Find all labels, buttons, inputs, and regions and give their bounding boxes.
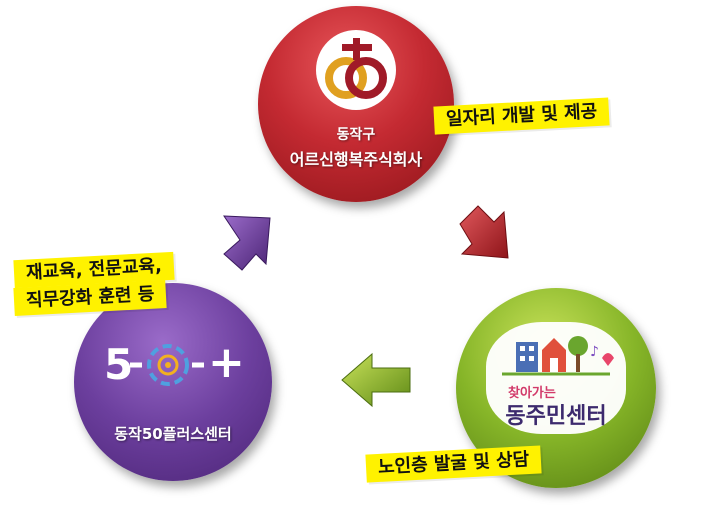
community-center-logo-small: 찾아가는 bbox=[508, 386, 556, 401]
company-logo-icon bbox=[316, 30, 396, 110]
community-center-logo-large: 동주민센터 bbox=[505, 404, 607, 429]
company-label-line2: 어르신행복주식회사 bbox=[289, 150, 423, 169]
50plus-center-name: 동작50플러스센터 bbox=[114, 425, 232, 443]
company-label-line1: 동작구 bbox=[336, 127, 376, 143]
arrow-purple-to-red bbox=[223, 215, 271, 271]
arrow-red-to-green bbox=[459, 205, 509, 259]
svg-text:♪: ♪ bbox=[590, 344, 599, 360]
tag-job-development: 일자리 개발 및 제공 bbox=[433, 97, 610, 135]
50plus-logo-icon: 5 + bbox=[104, 337, 245, 389]
circle-red-company: 동작구 어르신행복주식회사 bbox=[258, 6, 454, 202]
50plus-logo-plus: + bbox=[208, 337, 245, 388]
50plus-logo-five: 5 bbox=[104, 340, 134, 389]
community-center-logo-icon: ♪ 찾아가는 동주민센터 bbox=[486, 322, 626, 434]
circle-purple-50plus-center: 5 + 동작50플러스센터 bbox=[74, 283, 272, 481]
arrow-green-to-purple bbox=[341, 352, 411, 408]
